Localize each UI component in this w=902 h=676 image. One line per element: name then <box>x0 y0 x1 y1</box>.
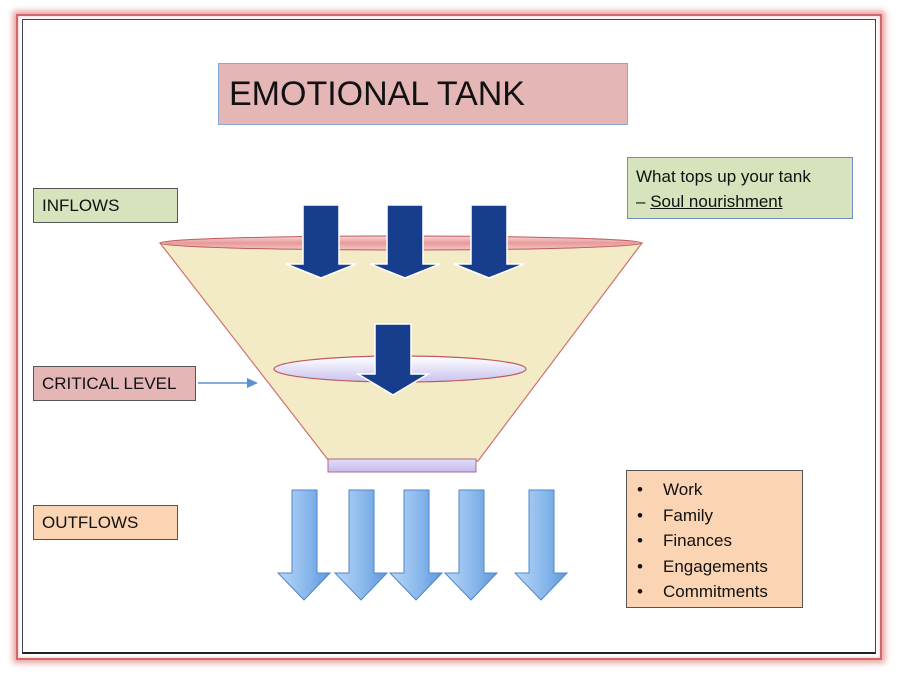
critical-level-label: CRITICAL LEVEL <box>42 373 177 393</box>
list-item: Work <box>637 477 798 503</box>
tank-outlet <box>327 458 477 473</box>
tops-up-dash: – <box>636 192 651 211</box>
outflow-arrow <box>276 489 332 601</box>
outflow-arrow <box>388 489 444 601</box>
list-item: Finances <box>637 528 798 554</box>
outflow-arrow <box>443 489 499 601</box>
tops-up-box: What tops up your tank – Soul nourishmen… <box>627 157 853 219</box>
tops-up-line2: – Soul nourishment <box>636 189 844 214</box>
inflow-arrow <box>285 204 357 279</box>
outflow-arrow <box>513 489 569 601</box>
inflows-label-box: INFLOWS <box>33 188 178 223</box>
outflow-arrow <box>333 489 389 601</box>
outflow-items-list: Work Family Finances Engagements Commitm… <box>637 477 798 605</box>
inflows-label: INFLOWS <box>42 195 120 215</box>
title-box: EMOTIONAL TANK <box>218 63 628 125</box>
inflow-arrows <box>285 204 525 396</box>
outflows-label: OUTFLOWS <box>42 512 139 532</box>
inflow-arrow <box>369 204 441 279</box>
slide-title: EMOTIONAL TANK <box>229 74 525 113</box>
outflow-arrows <box>276 489 569 601</box>
outflows-label-box: OUTFLOWS <box>33 505 178 540</box>
list-item: Commitments <box>637 579 798 605</box>
inflow-arrow <box>453 204 525 279</box>
list-item: Engagements <box>637 554 798 580</box>
critical-level-label-box: CRITICAL LEVEL <box>33 366 196 401</box>
critical-pointer-arrow <box>198 378 258 388</box>
outflow-items-box: Work Family Finances Engagements Commitm… <box>626 470 803 608</box>
tops-up-line1: What tops up your tank <box>636 167 811 186</box>
soul-nourishment-text: Soul nourishment <box>650 192 783 211</box>
list-item: Family <box>637 503 798 529</box>
slide-inner-border <box>22 19 876 654</box>
inflow-arrow <box>355 323 431 396</box>
